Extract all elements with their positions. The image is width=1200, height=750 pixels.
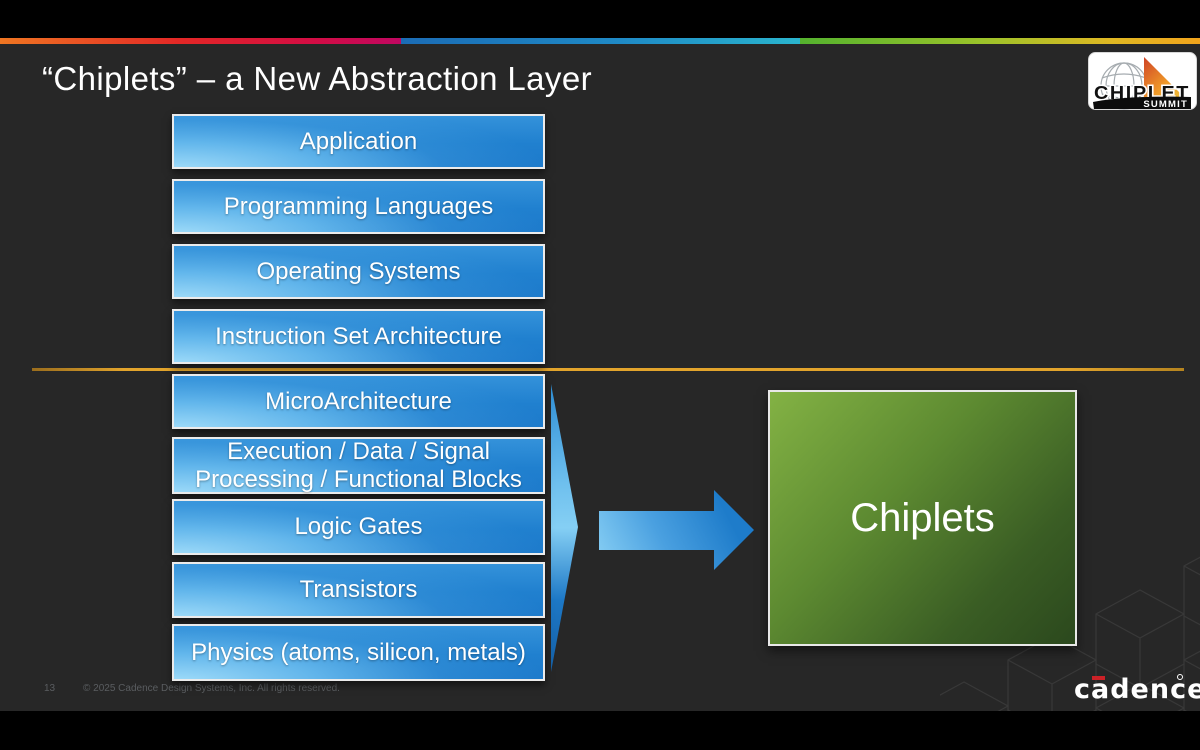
cadence-logo: cadence — [1074, 674, 1200, 706]
layer-box-operating-systems: Operating Systems — [172, 244, 545, 299]
registered-mark-icon — [1177, 674, 1183, 680]
layer-label: Programming Languages — [223, 192, 494, 220]
letterbox-top — [0, 0, 1200, 38]
layer-box-programming-languages: Programming Languages — [172, 179, 545, 234]
chiplets-label: Chiplets — [850, 495, 995, 540]
layer-box-logic-gates: Logic Gates — [172, 499, 545, 555]
accent-strip-segment-warm — [0, 38, 401, 44]
layer-label: Transistors — [299, 576, 418, 604]
summit-banner — [1093, 96, 1191, 109]
page-number: 13 — [44, 683, 56, 694]
cadence-accent-bar — [1092, 676, 1105, 680]
layer-label: Execution / Data / Signal Processing / F… — [195, 437, 522, 493]
layer-label: MicroArchitecture — [265, 387, 452, 415]
layer-label: Application — [299, 127, 418, 155]
summit-logo-subtitle: SUMMIT — [1143, 99, 1188, 110]
layer-box-physics: Physics (atoms, silicon, metals) — [172, 624, 545, 681]
layer-box-application: Application — [172, 114, 545, 169]
copyright-text: © 2025 Cadence Design Systems, Inc. All … — [83, 683, 340, 694]
chiplet-summit-logo: CHIPLET SUMMIT — [1088, 52, 1197, 110]
chiplets-box: Chiplets — [768, 390, 1077, 646]
accent-strip — [0, 38, 1200, 44]
summit-triangle-icon — [1144, 57, 1188, 101]
layer-label: Instruction Set Architecture — [215, 322, 502, 350]
layer-box-execution-blocks: Execution / Data / Signal Processing / F… — [172, 437, 545, 494]
layer-label: Operating Systems — [256, 257, 461, 285]
layer-label: Logic Gates — [294, 513, 423, 541]
layer-box-microarchitecture: MicroArchitecture — [172, 374, 545, 429]
layer-box-instruction-set-architecture: Instruction Set Architecture — [172, 309, 545, 364]
letterbox-bottom — [0, 711, 1200, 750]
abstraction-divider-line — [32, 368, 1184, 371]
accent-strip-segment-green — [800, 38, 1200, 44]
accent-strip-segment-cool — [401, 38, 800, 44]
hex-cube-pattern — [940, 556, 1200, 711]
slide-title: “Chiplets” – a New Abstraction Layer — [42, 60, 592, 97]
layer-label: Physics (atoms, silicon, metals) — [191, 638, 526, 666]
layer-box-transistors: Transistors — [172, 562, 545, 618]
